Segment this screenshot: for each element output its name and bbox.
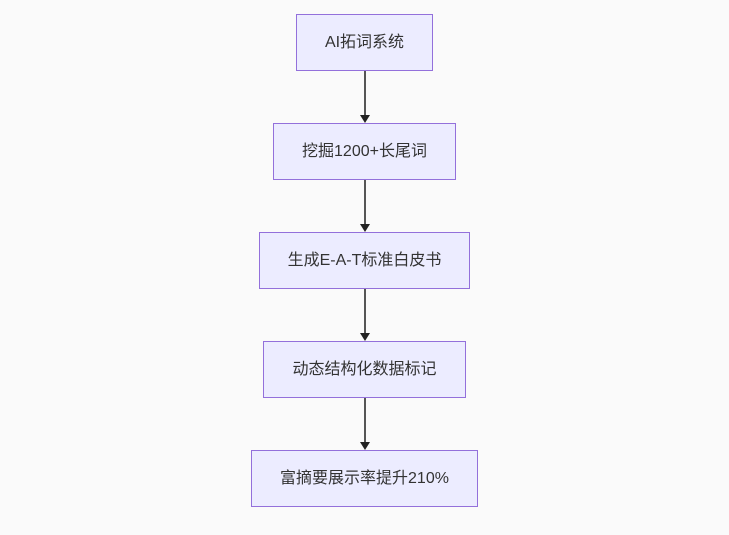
flow-node-structured-data: 动态结构化数据标记 (263, 341, 466, 398)
arrow-line (363, 398, 366, 442)
flow-node-eat-whitepaper: 生成E-A-T标准白皮书 (258, 232, 471, 289)
arrow-line (363, 180, 366, 224)
arrow-line (363, 289, 366, 333)
arrow-head-icon (359, 115, 370, 123)
flow-arrow-1 (359, 71, 370, 123)
arrow-line (363, 71, 366, 115)
flow-arrow-3 (359, 289, 370, 341)
flow-arrow-2 (359, 180, 370, 232)
flow-node-ai-system: AI拓词系统 (295, 14, 434, 71)
flow-arrow-4 (359, 398, 370, 450)
flow-node-longtail-keywords: 挖掘1200+长尾词 (273, 123, 456, 180)
arrow-head-icon (359, 224, 370, 232)
arrow-head-icon (359, 333, 370, 341)
flow-node-rich-snippet-result: 富摘要展示率提升210% (251, 450, 478, 507)
arrow-head-icon (359, 442, 370, 450)
